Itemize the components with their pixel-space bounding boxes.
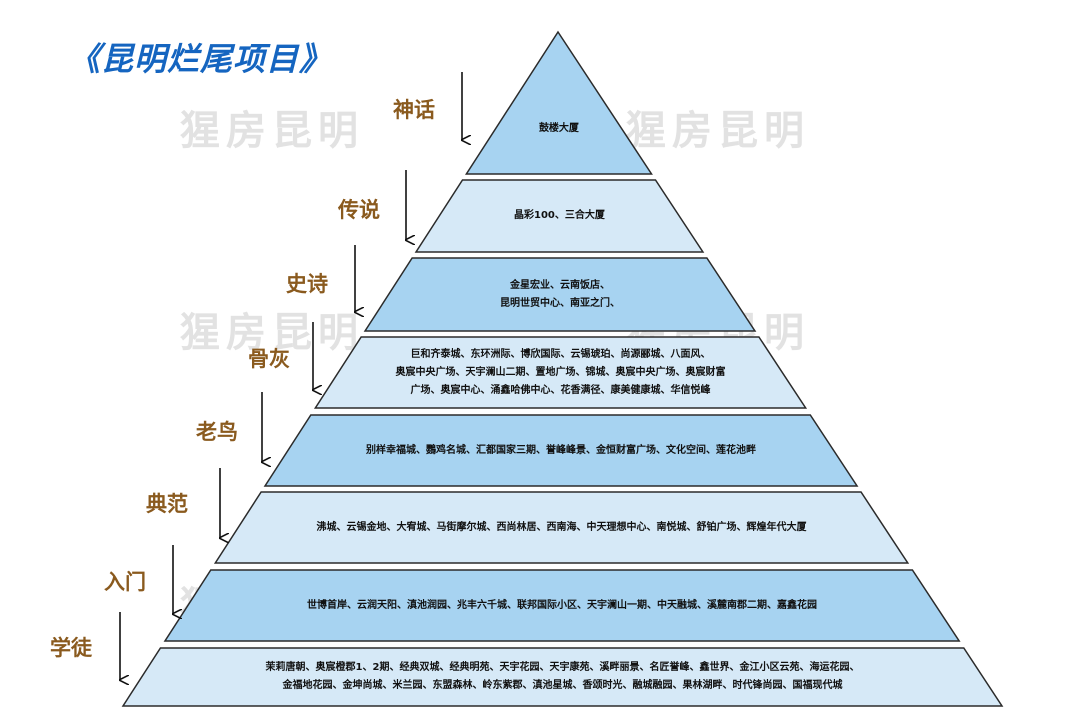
tier-text: 茉莉唐朝、奥宸橙郡1、2期、经典双城、经典明苑、天宇花园、天宇康苑、溪畔丽景、名…	[133, 659, 992, 695]
page-title: 《昆明烂尾项目》	[68, 40, 333, 78]
pyramid-tier	[121, 647, 1004, 707]
pyramid-tier	[263, 414, 859, 487]
tier-text-line: 茉莉唐朝、奥宸橙郡1、2期、经典双城、经典明苑、天宇花园、天宇康苑、溪畔丽景、名…	[265, 662, 860, 673]
tier-text-line: 金福地花园、金坤尚城、米兰园、东盟森林、岭东紫郡、滇池星城、香颂时光、融城融园、…	[282, 680, 843, 691]
level-label: 骨灰	[248, 347, 290, 371]
watermark: 猩房昆明	[180, 108, 364, 154]
tier-text: 晶彩100、三合大厦	[426, 207, 693, 225]
pyramid-tier	[464, 30, 653, 175]
watermark: 猩房昆明	[180, 310, 364, 356]
level-label: 传说	[338, 198, 380, 222]
tier-text-line: 世博首岸、云润天阳、滇池润园、兆丰六千城、联邦国际小区、天宇澜山一期、中天融城、…	[307, 599, 818, 611]
level-label: 典范	[146, 492, 188, 516]
pyramid-tier	[363, 257, 757, 332]
tier-text-line: 奥宸中央广场、天宇澜山二期、置地广场、锦城、奥宸中央广场、奥宸财富	[395, 366, 726, 378]
tier-text-line: 晶彩100、三合大厦	[514, 210, 605, 221]
tier-text: 金星宏业、云南饭店、昆明世贸中心、南亚之门、	[375, 277, 745, 313]
level-label: 神话	[393, 98, 435, 122]
tier-text-line: 巨和齐泰城、东环洲际、博欣国际、云锡琥珀、尚源郦城、八面风、	[410, 348, 711, 360]
tier-text-line: 金星宏业、云南饭店、	[509, 279, 610, 291]
pyramid-tier	[414, 179, 705, 253]
tier-text: 别样幸福城、鸚鸡名城、汇都国家三期、誉峰峰景、金恒财富广场、文化空间、莲花池畔	[275, 442, 847, 460]
tier-text: 鼓楼大厦	[476, 120, 641, 138]
level-label: 老鸟	[196, 420, 238, 444]
watermark: 猩房昆明	[626, 108, 810, 154]
level-label: 史诗	[286, 272, 328, 296]
tier-text-line: 别样幸福城、鸚鸡名城、汇都国家三期、誉峰峰景、金恒财富广场、文化空间、莲花池畔	[366, 444, 757, 456]
pyramid-tier	[313, 336, 808, 409]
level-label: 学徒	[50, 636, 92, 660]
tier-text-line: 昆明世贸中心、南亚之门、	[499, 297, 620, 309]
pyramid-tier	[213, 491, 910, 564]
tier-text-line: 广场、奥宸中心、涌鑫哈佛中心、花香满径、康美健康城、华信悦峰	[410, 384, 711, 396]
tier-text-line: 沸城、云锡金地、大宥城、马街摩尔城、西尚林居、西南海、中天理想中心、南悦城、舒铂…	[316, 521, 807, 533]
tier-text-line: 鼓楼大厦	[538, 122, 579, 134]
level-arrows	[120, 72, 462, 680]
tier-text: 沸城、云锡金地、大宥城、马街摩尔城、西尚林居、西南海、中天理想中心、南悦城、舒铂…	[225, 519, 898, 537]
tier-text: 巨和齐泰城、东环洲际、博欣国际、云锡琥珀、尚源郦城、八面风、奥宸中央广场、天宇澜…	[325, 346, 795, 400]
level-label: 入门	[104, 570, 146, 594]
tier-text: 世博首岸、云润天阳、滇池润园、兆丰六千城、联邦国际小区、天宇澜山一期、中天融城、…	[175, 597, 949, 615]
